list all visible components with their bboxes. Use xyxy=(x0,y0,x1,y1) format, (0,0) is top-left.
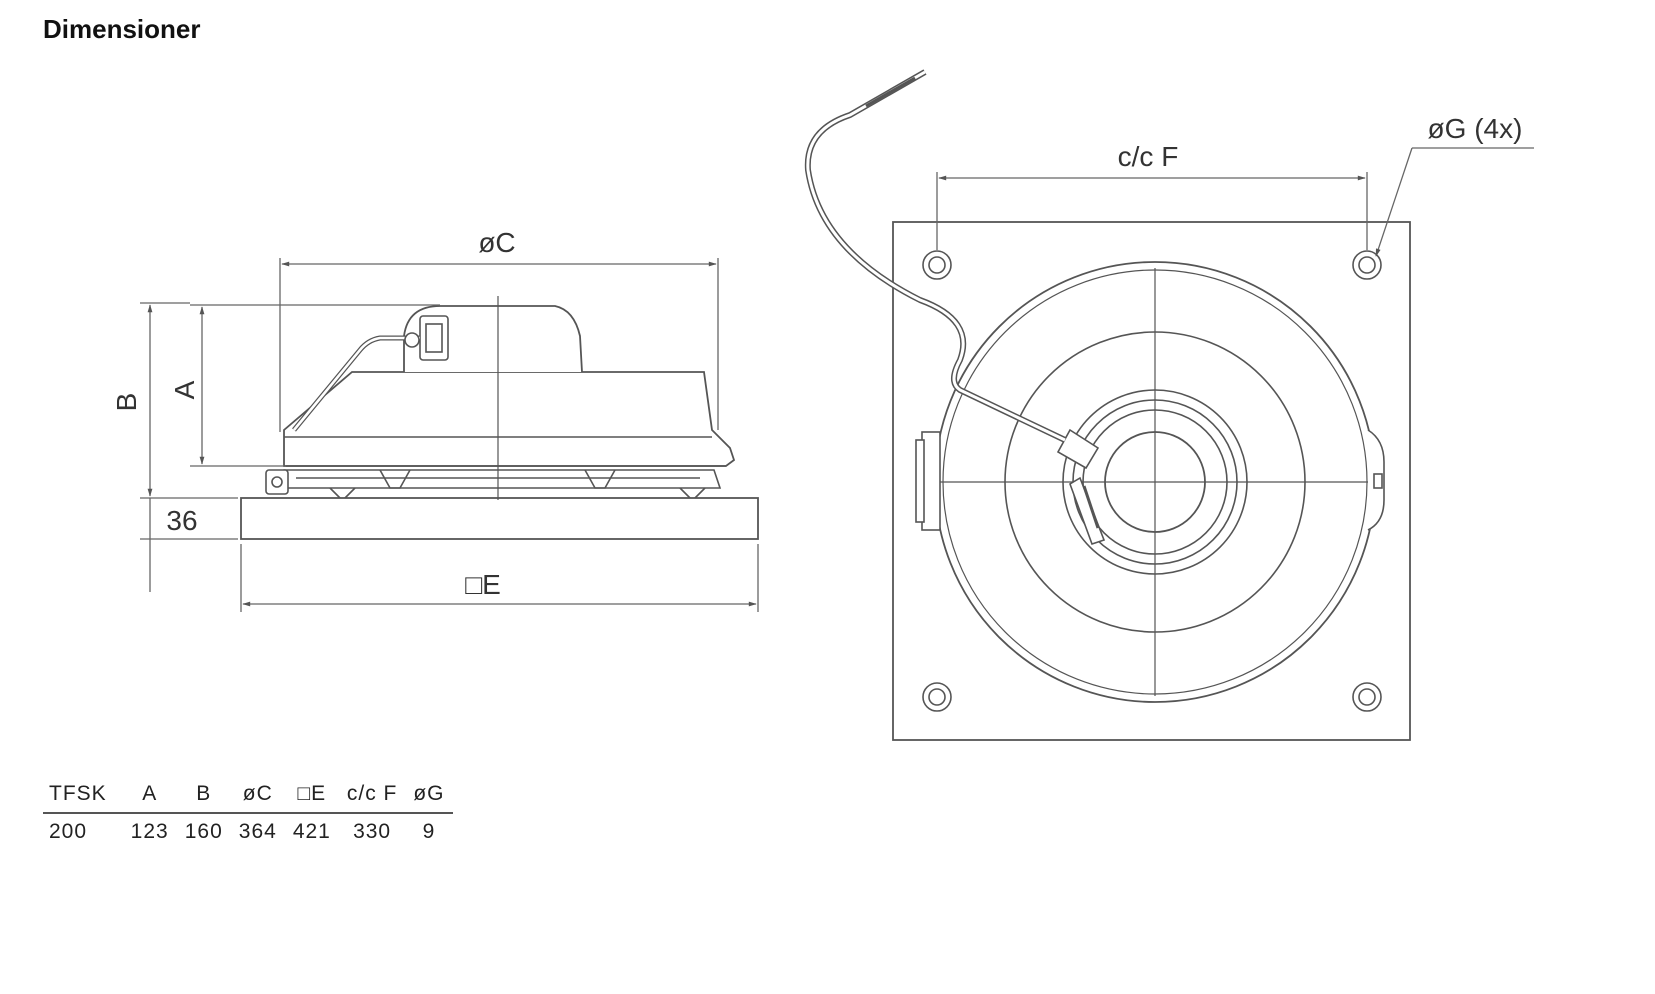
table-cell: 160 xyxy=(184,820,223,843)
side-tab-right xyxy=(1367,429,1385,531)
label-dia-g: øG (4x) xyxy=(1428,113,1523,144)
square-plate xyxy=(892,221,1411,741)
top-view xyxy=(804,69,1411,741)
table-header: □E xyxy=(284,780,339,814)
table-cell: 421 xyxy=(292,820,331,843)
side-view-dimensions xyxy=(140,258,759,612)
table-cell: 9 xyxy=(422,820,436,843)
base-flange xyxy=(240,497,759,540)
top-view-dimensions xyxy=(936,147,1534,257)
label-flange-height: 36 xyxy=(166,505,197,536)
mounting-hole xyxy=(922,682,952,712)
housing-cone xyxy=(283,371,736,467)
label-cc-f: c/c F xyxy=(1118,141,1179,172)
label-square-e: □E xyxy=(465,569,501,600)
label-a: A xyxy=(169,380,200,399)
label-b: B xyxy=(111,393,142,412)
table-header: TFSK xyxy=(43,780,123,814)
mounting-hole xyxy=(1352,250,1382,280)
table-header: c/c F xyxy=(338,780,406,814)
cable-gland xyxy=(1056,428,1100,470)
label-dia-c: øC xyxy=(478,227,515,258)
table-cell: 200 xyxy=(49,820,88,843)
lower-ring xyxy=(276,469,722,489)
terminal-box xyxy=(419,315,449,361)
table-header: A xyxy=(122,780,177,814)
table-cell: 123 xyxy=(130,820,169,843)
dimension-table: TFSK A B øC □E c/c F øG 200 123 160 364 … xyxy=(43,780,453,846)
table-cell: 330 xyxy=(353,820,392,843)
page-title: Dimensioner xyxy=(43,14,201,44)
table-row: 200 123 160 364 421 330 9 xyxy=(43,813,453,846)
mounting-hole xyxy=(1352,682,1382,712)
table-cell: 364 xyxy=(238,820,277,843)
table-header: øG xyxy=(405,780,453,814)
mounting-hole xyxy=(922,250,952,280)
mount-bracket xyxy=(265,469,289,495)
table-header-row: TFSK A B øC □E c/c F øG xyxy=(43,780,453,814)
table-header: øC xyxy=(230,780,285,814)
table-header: B xyxy=(176,780,231,814)
side-view xyxy=(240,296,759,540)
